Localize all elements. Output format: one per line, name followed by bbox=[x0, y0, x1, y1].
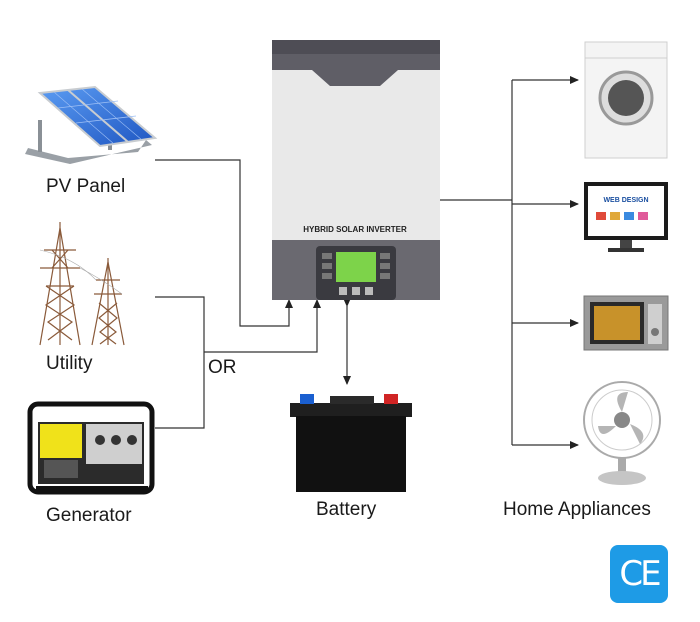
pv-panel-label: PV Panel bbox=[46, 176, 126, 197]
pv-line bbox=[155, 159, 293, 327]
ce-mark-icon: CE bbox=[610, 545, 668, 603]
utility-line bbox=[155, 296, 205, 429]
utility-towers-image bbox=[39, 222, 125, 346]
utility-label: Utility bbox=[46, 353, 93, 374]
battery-label: Battery bbox=[316, 499, 377, 520]
microwave-image bbox=[583, 295, 669, 351]
home-appliances-label: Home Appliances bbox=[503, 499, 651, 520]
or-label: OR bbox=[208, 357, 237, 378]
battery-image bbox=[290, 394, 412, 492]
fan-image bbox=[583, 381, 661, 485]
generator-label: Generator bbox=[46, 505, 132, 526]
monitor-screen-text: WEB DESIGN bbox=[603, 197, 648, 204]
monitor-image bbox=[584, 182, 668, 252]
connection-lines bbox=[155, 76, 579, 449]
washing-machine-image bbox=[584, 41, 668, 159]
inverter-image bbox=[272, 40, 440, 300]
generator-image bbox=[27, 401, 155, 495]
grid-line bbox=[204, 299, 321, 353]
inverter-brand-text: HYBRID SOLAR INVERTER bbox=[303, 225, 407, 234]
pv-panel-image bbox=[25, 85, 158, 164]
